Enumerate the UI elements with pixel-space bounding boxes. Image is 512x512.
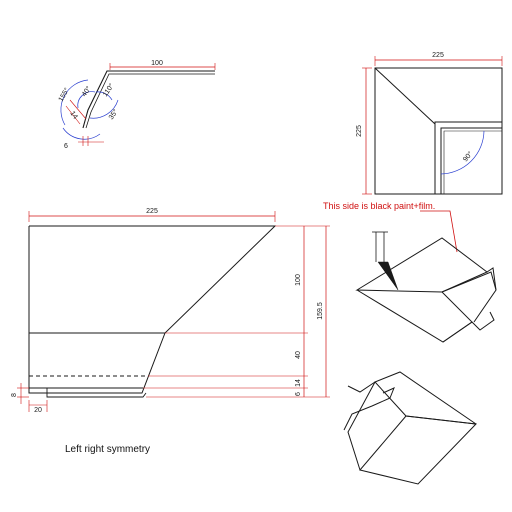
corner-top-view bbox=[362, 56, 503, 195]
elevation-bottom-small: 20 bbox=[34, 407, 42, 414]
profile-angle-35: 35° bbox=[107, 108, 120, 121]
profile-angle-110: 110° bbox=[101, 82, 116, 98]
corner-inner-flange-2 bbox=[440, 127, 502, 194]
symmetry-caption: Left right symmetry bbox=[65, 444, 150, 455]
angle-arc-lower bbox=[62, 127, 101, 140]
angle-arc-110 bbox=[95, 91, 113, 101]
profile-dim-14: 14 bbox=[68, 110, 78, 120]
profile-flange-length: 100 bbox=[151, 60, 163, 67]
elevation-outline bbox=[28, 225, 277, 394]
elevation-left-small: 8 bbox=[11, 393, 18, 397]
side-elevation bbox=[17, 211, 330, 412]
iso1-direction-arrow bbox=[377, 261, 399, 291]
angle-arc-35 bbox=[89, 99, 119, 119]
profile-angle-155: 155° bbox=[57, 86, 71, 103]
elevation-height-6: 6 bbox=[295, 392, 302, 396]
profile-dim-6: 6 bbox=[64, 143, 68, 150]
angle-arc-40 bbox=[77, 91, 96, 109]
corner-width: 225 bbox=[432, 52, 444, 59]
isometric-view-lower bbox=[343, 371, 478, 485]
corner-angle-arc bbox=[440, 130, 485, 175]
isometric-view-upper bbox=[355, 231, 497, 343]
elevation-height-100: 100 bbox=[295, 274, 302, 286]
corner-inner-flange bbox=[434, 121, 502, 194]
profile-inner-outline bbox=[85, 73, 215, 129]
profile-section bbox=[60, 63, 216, 146]
elevation-width: 225 bbox=[146, 208, 158, 215]
elevation-total-height: 159.5 bbox=[317, 302, 324, 320]
iso1-top-face bbox=[355, 237, 488, 293]
angle-arc-155 bbox=[60, 79, 89, 126]
profile-angle-40: 40° bbox=[80, 85, 93, 98]
note-leader bbox=[420, 210, 458, 253]
corner-diagonal bbox=[374, 67, 436, 125]
profile-outline bbox=[82, 70, 215, 129]
elevation-height-14: 14 bbox=[295, 379, 302, 387]
corner-angle: 90° bbox=[461, 150, 474, 163]
elevation-height-40: 40 bbox=[295, 351, 302, 359]
corner-height: 225 bbox=[356, 125, 363, 137]
black-side-note: This side is black paint+film. bbox=[323, 201, 435, 211]
